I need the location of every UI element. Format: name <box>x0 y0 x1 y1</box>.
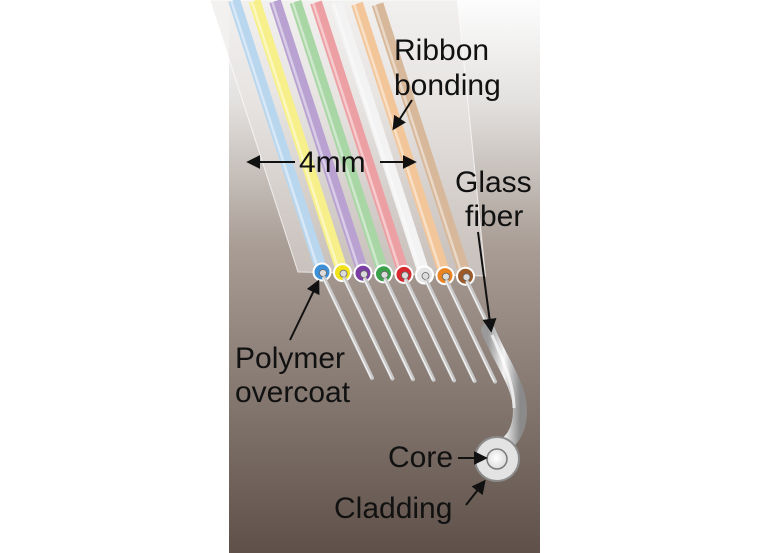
polymer-overcoat-arrow <box>289 279 320 341</box>
coated-fibers <box>228 0 472 279</box>
ribbon-bonding-arrow <box>392 99 413 131</box>
glass-fiber-shine-blue <box>322 277 372 379</box>
glass-fiber-arrow <box>477 231 497 333</box>
label-ribbon-bonding-2: bonding <box>394 69 501 102</box>
fiber-end-glass-orange <box>442 272 450 281</box>
glass-fiber-shine-orange <box>445 281 495 382</box>
coated-fiber-green <box>289 0 390 276</box>
coated-fiber-shine-blue <box>229 0 321 273</box>
label-core: Core <box>388 441 453 474</box>
fiber-end-glass-blue <box>319 269 327 277</box>
coated-fiber-blue <box>228 0 328 274</box>
glass-fiber-shine-red <box>404 280 454 381</box>
label-glass-fiber-1: Glass <box>455 166 532 199</box>
coated-fiber-white <box>330 1 431 277</box>
label-polymer-overcoat-2: overcoat <box>235 376 351 409</box>
glass-fiber-orange <box>445 279 497 384</box>
glass-fiber-curl <box>474 323 528 482</box>
label-width: 4mm <box>299 146 366 179</box>
glass-fiber-curve-highlight <box>490 334 516 409</box>
coated-fiber-brown <box>371 2 472 279</box>
coated-fiber-shine-green <box>291 1 382 275</box>
fiber-end-glass-green <box>380 270 389 279</box>
coated-fiber-orange <box>351 1 451 278</box>
coated-fiber-yellow <box>248 0 349 275</box>
coated-fiber-shine-purple <box>270 0 362 274</box>
ribbon-bonding-matrix <box>209 0 487 279</box>
coated-fiber-shine-orange <box>352 3 444 276</box>
glass-fiber-shine-purple <box>363 278 413 380</box>
glass-fiber-shine-white <box>424 280 475 382</box>
glass-fiber-green <box>383 277 436 382</box>
glass-fiber-shine-yellow <box>342 278 393 379</box>
label-ribbon-bonding-1: Ribbon <box>394 34 489 67</box>
fiber-end-glass-yellow <box>339 269 348 278</box>
coated-fiber-shine-yellow <box>250 0 341 273</box>
label-glass-fiber-2: fiber <box>465 200 523 233</box>
coated-fiber-shine-red <box>311 2 403 275</box>
cladding-arrow <box>465 479 486 506</box>
core-cross-section <box>486 448 508 470</box>
fiber-ends <box>312 262 475 286</box>
coated-fiber-purple <box>269 0 369 276</box>
fiber-end-glass-white <box>421 272 430 280</box>
coated-fiber-shine-white <box>332 2 423 276</box>
glass-fiber-blue <box>322 276 374 380</box>
glass-fiber-purple <box>363 277 415 382</box>
glass-fiber-white <box>424 279 477 383</box>
coated-fiber-red <box>310 0 410 277</box>
fiber-end-glass-purple <box>360 270 368 279</box>
glass-fiber-yellow <box>342 276 395 381</box>
label-polymer-overcoat-1: Polymer <box>235 342 345 375</box>
coated-fiber-shine-brown <box>373 3 464 277</box>
fiber-end-glass-red <box>401 271 409 280</box>
label-cladding: Cladding <box>334 492 452 525</box>
glass-fiber-shine-green <box>383 279 434 381</box>
glass-fiber-red <box>404 278 456 383</box>
fiber-end-glass-brown <box>462 273 471 282</box>
